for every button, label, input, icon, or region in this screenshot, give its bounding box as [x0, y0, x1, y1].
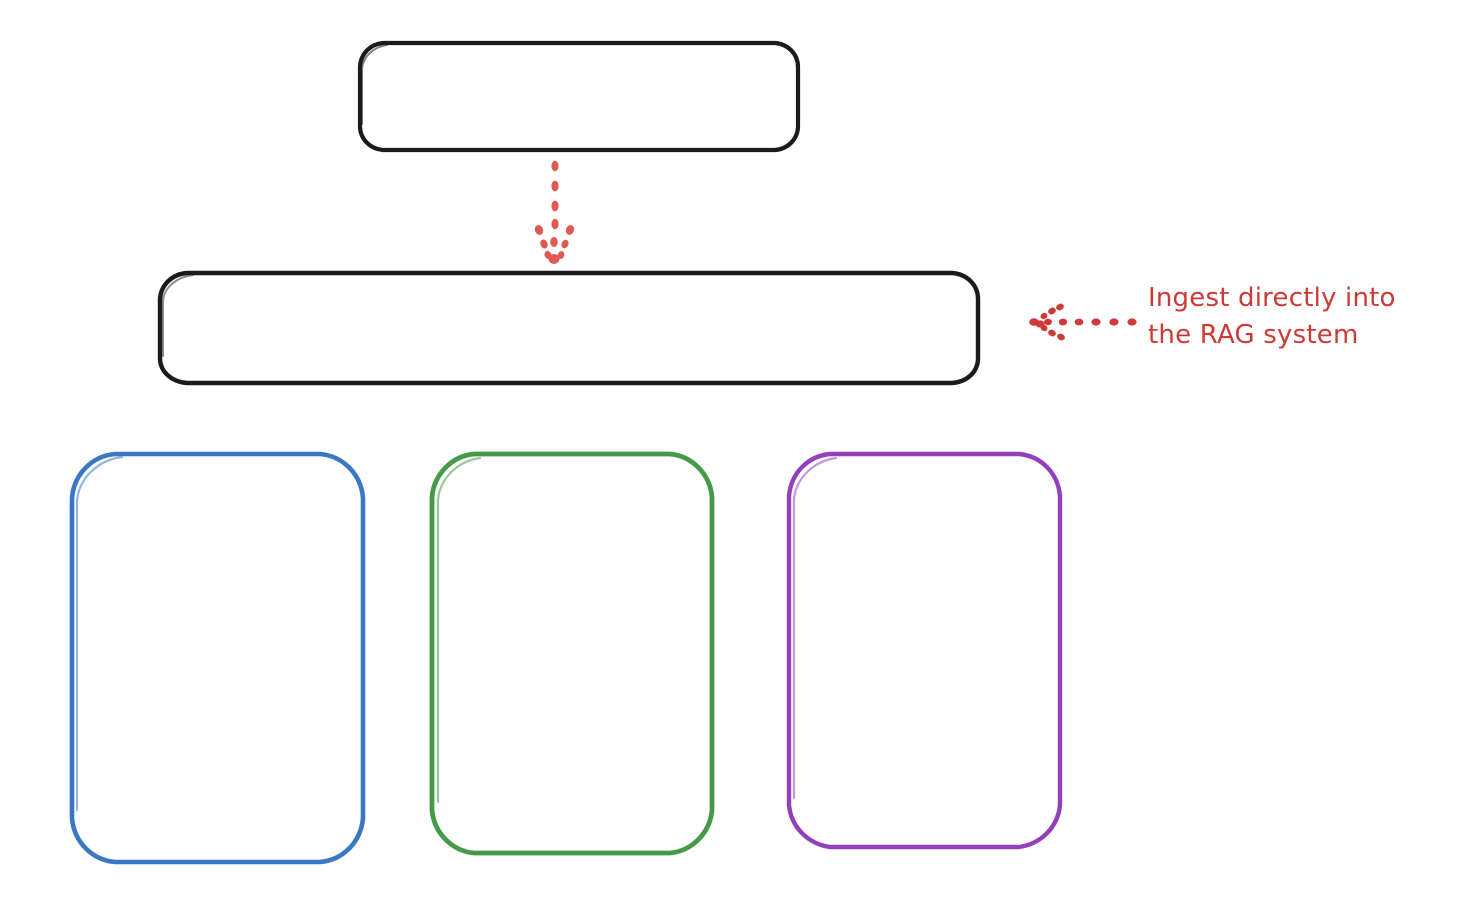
node-relational-io[interactable]: RelationalIO (insert_sql, query_sql) SQL…: [785, 450, 1063, 851]
vector-io-api-label: VectorIO (insert_chunks, delete_chunks, …: [120, 560, 314, 689]
dotted-arrow-down-icon: [534, 160, 575, 264]
relational-io-api-label: RelationalIO (insert_sql, query_sql): [847, 569, 1001, 665]
node-agent[interactable]: AGENT: [357, 40, 801, 153]
relational-io-content: RelationalIO (insert_sql, query_sql) SQL…: [785, 568, 1063, 734]
annotation-ingest-note: Ingest directly into the RAG system: [1148, 283, 1396, 350]
key-value-io-content: KeyValueIO (set_key, delete_key, get) Ke…: [428, 571, 715, 737]
node-rag-tool[interactable]: RAG Tool: [157, 270, 981, 386]
relational-io-index-label: SQLTable: [867, 702, 981, 732]
dotted-arrow-left-icon: [1029, 303, 1137, 341]
vector-io-index-label: VectorIndex: [141, 726, 293, 756]
rag-tool-label: RAG Tool: [508, 312, 630, 344]
agent-label: AGENT: [519, 79, 639, 113]
key-value-io-index-label: KeyValueIndex: [478, 705, 665, 735]
node-key-value-io[interactable]: KeyValueIO (set_key, delete_key, get) Ke…: [428, 450, 715, 857]
node-vector-io[interactable]: VectorIO (insert_chunks, delete_chunks, …: [68, 450, 366, 866]
key-value-io-api-label: KeyValueIO (set_key, delete_key, get): [469, 572, 674, 668]
vector-io-content: VectorIO (insert_chunks, delete_chunks, …: [68, 559, 366, 758]
